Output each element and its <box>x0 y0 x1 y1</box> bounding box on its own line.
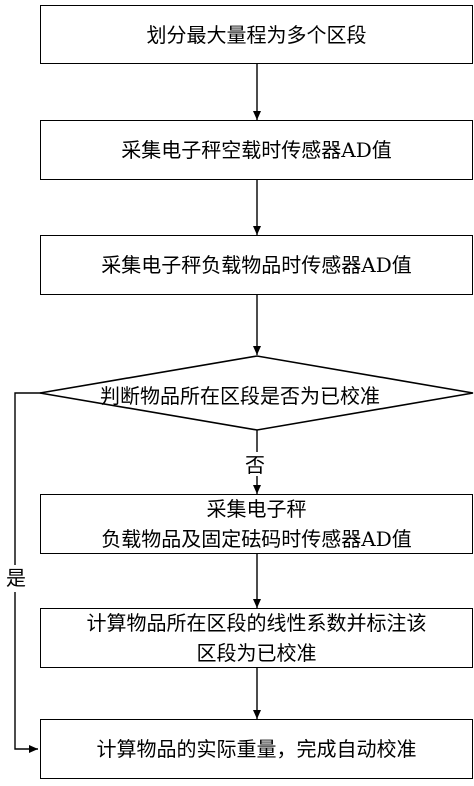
step-collect-weight-ad: 采集电子秤 负载物品及固定砝码时传感器AD值 <box>40 494 473 554</box>
step-compute-coefficient-line2: 区段为已校准 <box>196 641 317 665</box>
decision-diamond <box>39 355 474 431</box>
step-compute-weight-text: 计算物品的实际重量，完成自动校准 <box>96 737 417 761</box>
no-label: 否 <box>245 453 265 477</box>
step-collect-weight-ad-line1: 采集电子秤 <box>206 497 307 521</box>
step-divide-range: 划分最大量程为多个区段 <box>40 5 473 64</box>
decision-text: 判断物品所在区段是否为已校准 <box>100 383 380 408</box>
step-compute-weight: 计算物品的实际重量，完成自动校准 <box>40 719 473 779</box>
step-collect-weight-ad-line2: 负载物品及固定砝码时传感器AD值 <box>101 527 412 551</box>
step-collect-empty-ad-text: 采集电子秤空载时传感器AD值 <box>121 138 392 162</box>
yes-label: 是 <box>6 566 26 590</box>
step-compute-coefficient-line1: 计算物品所在区段的线性系数并标注该 <box>86 611 427 635</box>
yes-path-line-lower <box>14 592 38 753</box>
step-divide-range-text: 划分最大量程为多个区段 <box>146 22 367 47</box>
step-collect-empty-ad: 采集电子秤空载时传感器AD值 <box>40 120 473 180</box>
yes-path-line <box>14 392 45 565</box>
step-collect-loaded-ad-text: 采集电子秤负载物品时传感器AD值 <box>101 253 412 277</box>
step-collect-loaded-ad: 采集电子秤负载物品时传感器AD值 <box>40 235 473 295</box>
step-compute-coefficient: 计算物品所在区段的线性系数并标注该 区段为已校准 <box>40 608 473 668</box>
